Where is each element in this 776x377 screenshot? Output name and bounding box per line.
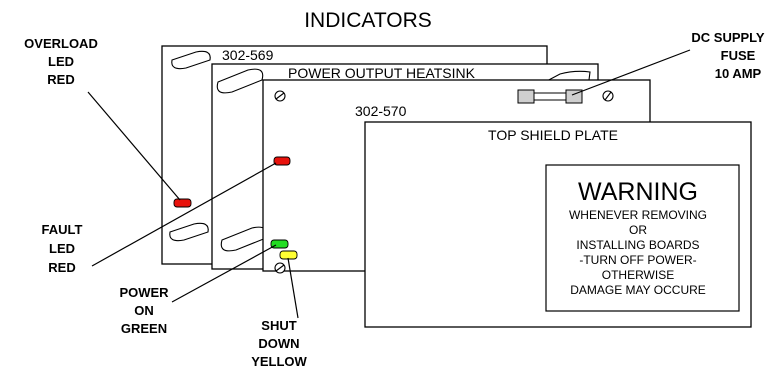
dc-supply-fuse-icon [517,89,583,104]
screw-icon [274,262,286,274]
back-panel-part-number: 302-569 [222,47,274,63]
power-on-leader-line [171,244,277,303]
fault-led-callout: FAULT LED RED [42,222,83,275]
warning-line: OR [629,223,647,237]
shut-down-led-callout: SHUT DOWN YELLOW [251,318,307,369]
warning-line: WHENEVER REMOVING [569,208,707,222]
top-shield-plate-heading: TOP SHIELD PLATE [488,127,618,143]
screw-icon [274,90,286,102]
callout-label: RED [47,72,74,87]
middle-panel-part-number: 302-570 [355,103,407,119]
warning-line: -TURN OFF POWER- [579,253,696,267]
warning-line: OTHERWISE [602,268,674,282]
heatsink-slot [169,222,209,242]
callout-label: OVERLOAD [24,36,98,51]
shut-down-led-icon [279,250,298,260]
callout-label: GREEN [121,321,167,336]
overload-leader-line [87,91,181,201]
top-shield-plate-outline [364,121,752,328]
heatsink-slot [216,68,264,94]
warning-box [545,164,740,312]
fuse-leader-line [571,49,691,96]
callout-label: 10 AMP [715,66,762,81]
screw-icon [602,90,614,102]
callout-label: FUSE [721,48,756,63]
diagram-title: INDICATORS [304,9,432,32]
power-on-led-callout: POWER ON GREEN [119,285,169,336]
callout-label: POWER [119,285,169,300]
callout-label: DOWN [258,336,299,351]
heatsink-panel-heading: POWER OUTPUT HEATSINK [288,65,476,81]
top-shield-plate-panel: TOP SHIELD PLATE WARNING WHENEVER REMOVI… [364,121,752,328]
callout-label: RED [48,260,75,275]
warning-line: DAMAGE MAY OCCURE [570,283,706,297]
dc-supply-fuse-callout: DC SUPPLY FUSE 10 AMP [691,30,765,81]
heatsink-slot [171,50,211,70]
callout-label: YELLOW [251,354,307,369]
callout-label: FAULT [42,222,83,237]
warning-heading: WARNING [578,178,698,206]
callout-label: ON [134,303,154,318]
overload-led-callout: OVERLOAD LED RED [24,36,98,87]
callout-label: DC SUPPLY [691,30,765,45]
fault-led-icon [273,156,291,166]
callout-label: SHUT [261,318,296,333]
warning-line: INSTALLING BOARDS [576,238,699,252]
fault-leader-line [91,162,277,267]
callout-label: LED [49,241,75,256]
overload-led-icon [173,198,192,208]
shut-down-leader-line [287,257,299,319]
callout-label: LED [48,54,74,69]
